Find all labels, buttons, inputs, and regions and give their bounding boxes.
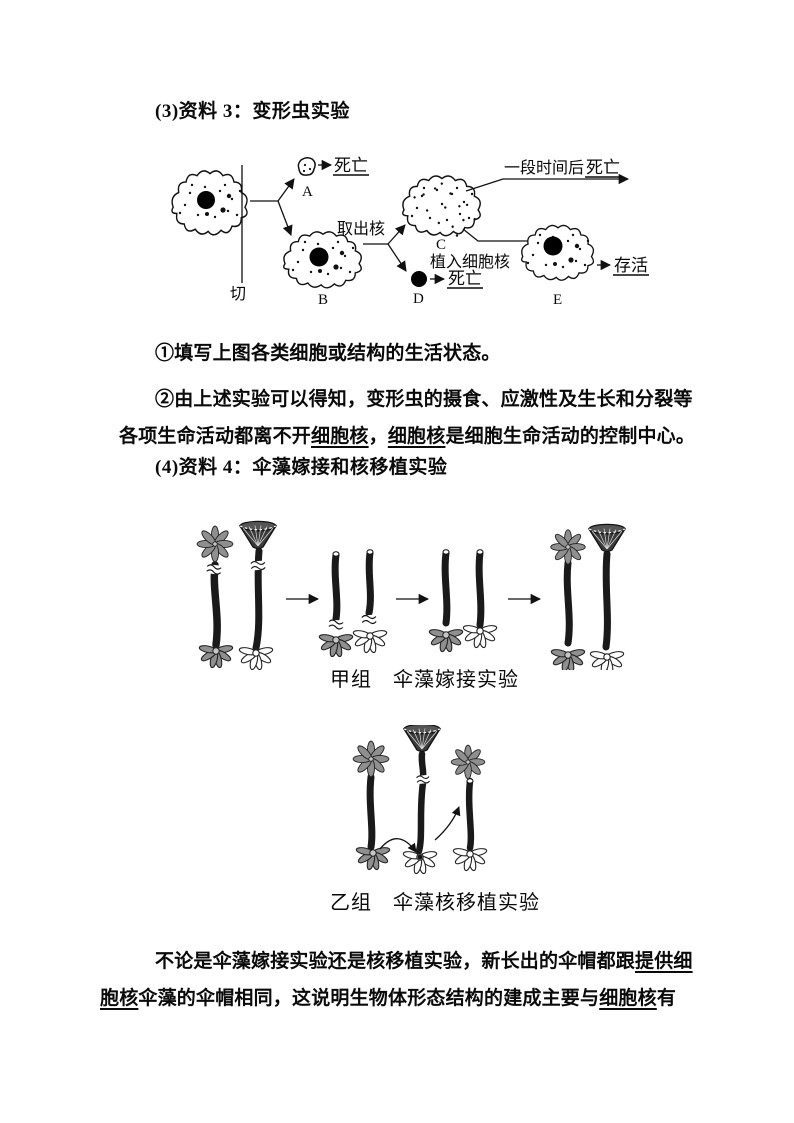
result-alga-new-cap (450, 744, 488, 872)
death-label-c: 死亡 (586, 158, 620, 177)
heading-material4: (4)资料 4：伞藻嫁接和核移植实验 (155, 457, 448, 478)
paragraph-conclusion-alga: 不论是伞藻嫁接实验还是核移植实验，新长出的伞帽都跟提供细胞核伞藻的伞帽相同，这说… (100, 951, 693, 1009)
after-time-label: 一段时间后 (504, 159, 584, 177)
acetabularia-grafting-figure (196, 520, 626, 670)
regrowth-arrow (434, 806, 461, 841)
donor-dark-alga (352, 740, 391, 871)
nucleus-d (411, 271, 427, 287)
graft-white-stalk-dark-base (428, 549, 464, 653)
paragraph-fill-states: ①填写上图各类细胞或结构的生活状态。 (155, 343, 501, 364)
cut-white-stalk (352, 549, 388, 654)
label-a: A (302, 184, 313, 200)
label-d: D (413, 291, 424, 307)
death-label-a: 死亡 (334, 156, 368, 175)
recipient-white-alga (402, 725, 441, 875)
amoeba-original (171, 170, 248, 236)
regrown-funnel-cap-alga (588, 523, 626, 670)
amoeba-e (520, 224, 595, 281)
group-a-caption: 甲组 伞藻嫁接实验 (330, 669, 519, 691)
cut-dark-stalk (318, 551, 354, 658)
alga-dark-intact (196, 525, 234, 669)
remove-nucleus-label: 取出核 (337, 220, 385, 238)
paragraph-conclusion-amoeba: ②由上述实验可以得知，变形虫的摄食、应激性及生长和分裂等各项生命活动都离不开细胞… (119, 389, 696, 447)
fragment-a (297, 156, 316, 176)
graft-dark-stalk-white-base (462, 549, 498, 649)
amoeba-c (401, 174, 481, 241)
amoeba-b (283, 231, 362, 289)
alga-white-intact (238, 520, 277, 670)
label-c: C (436, 237, 446, 253)
label-b: B (318, 292, 328, 308)
amoeba-experiment-figure: 切 A 死亡 B 取出核 C (171, 156, 649, 308)
death-label-d: 死亡 (448, 269, 482, 288)
acetabularia-transplant-figure (352, 725, 488, 875)
nucleus-transfer-arrow (379, 838, 417, 853)
regrown-branch-cap-alga (550, 529, 586, 670)
group-b-caption: 乙组 伞藻核移植实验 (330, 892, 540, 914)
cut-label: 切 (230, 285, 246, 303)
survive-label: 存活 (614, 256, 648, 275)
implant-nucleus-label: 植入细胞核 (430, 253, 510, 271)
label-e: E (553, 292, 562, 308)
heading-material3: (3)资料 3：变形虫实验 (155, 101, 350, 122)
